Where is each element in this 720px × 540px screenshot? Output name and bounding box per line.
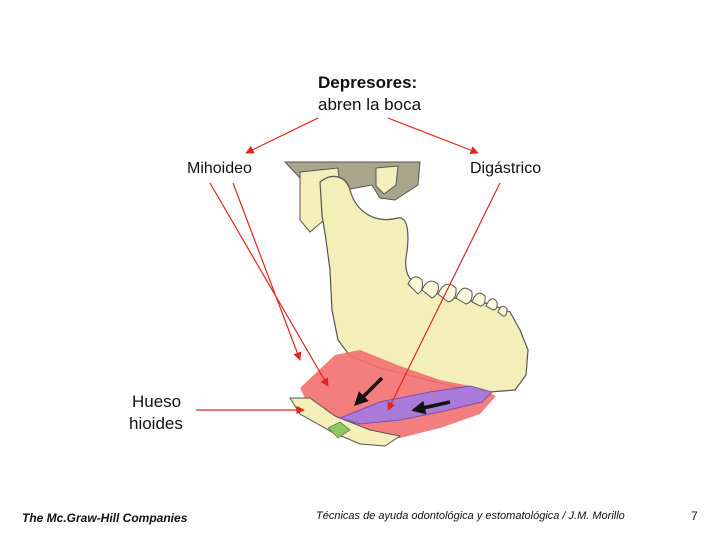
pointer-title-to-mylohyoid <box>245 117 319 154</box>
label-digastric: Digástrico <box>470 160 542 177</box>
hyoid-bone <box>289 397 402 447</box>
pointer-mylohyoid-1 <box>209 182 329 387</box>
label-mylohyoid: Mihoideo <box>187 160 252 177</box>
force-arrow-left <box>354 376 384 406</box>
pointer-mylohyoid-2 <box>232 182 302 361</box>
anatomy-illustration <box>196 117 529 447</box>
pointer-digastric <box>387 182 501 411</box>
diagram-subtitle: abren la boca <box>318 95 422 114</box>
pointer-title-to-digastric <box>387 117 479 155</box>
lower-teeth <box>407 276 508 317</box>
footer-course: Técnicas de ayuda odontológica y estomat… <box>316 510 625 522</box>
hyoid-band <box>327 421 351 439</box>
label-hyoid-line1: Hueso <box>132 392 182 411</box>
label-hyoid-line2: hioides <box>129 414 183 433</box>
diagram-title: Depresores: <box>318 73 418 92</box>
footer-page-number: 7 <box>691 509 698 523</box>
force-arrow-right <box>411 400 451 415</box>
pointer-lines <box>196 117 501 415</box>
force-arrows <box>354 376 451 415</box>
footer-publisher: The Mc.Graw-Hill Companies <box>22 511 188 525</box>
